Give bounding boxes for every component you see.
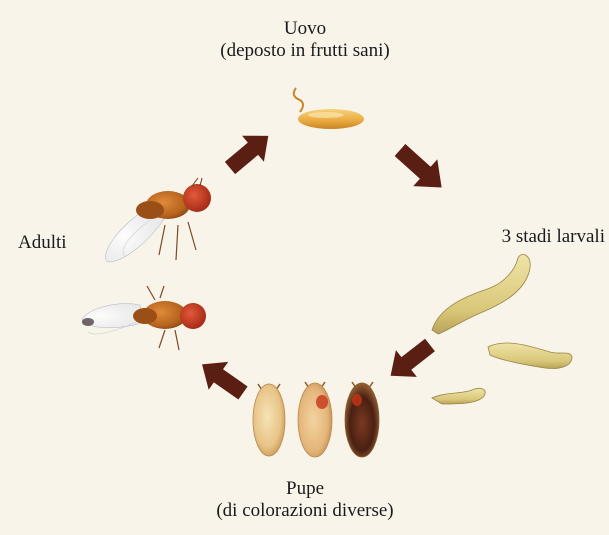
stage-label-egg: Uovo (deposto in frutti sani) <box>180 18 430 62</box>
arrow-icon <box>192 123 453 407</box>
larvae-title: 3 stadi larvali <box>440 226 605 248</box>
egg-icon <box>294 88 364 129</box>
pupa-icon <box>253 382 379 457</box>
stage-label-pupae: Pupe (di colorazioni diverse) <box>180 478 430 522</box>
pupae-subtitle: (di colorazioni diverse) <box>180 500 430 522</box>
fly-icon <box>106 178 211 262</box>
stage-label-larvae: 3 stadi larvali <box>440 226 605 248</box>
stage-label-adults: Adulti <box>18 232 98 254</box>
fly-icon <box>82 286 206 350</box>
egg-subtitle: (deposto in frutti sani) <box>180 40 430 62</box>
larva-icon <box>432 254 572 404</box>
pupae-title: Pupe <box>180 478 430 500</box>
adults-title: Adulti <box>18 232 98 254</box>
egg-title: Uovo <box>180 18 430 40</box>
